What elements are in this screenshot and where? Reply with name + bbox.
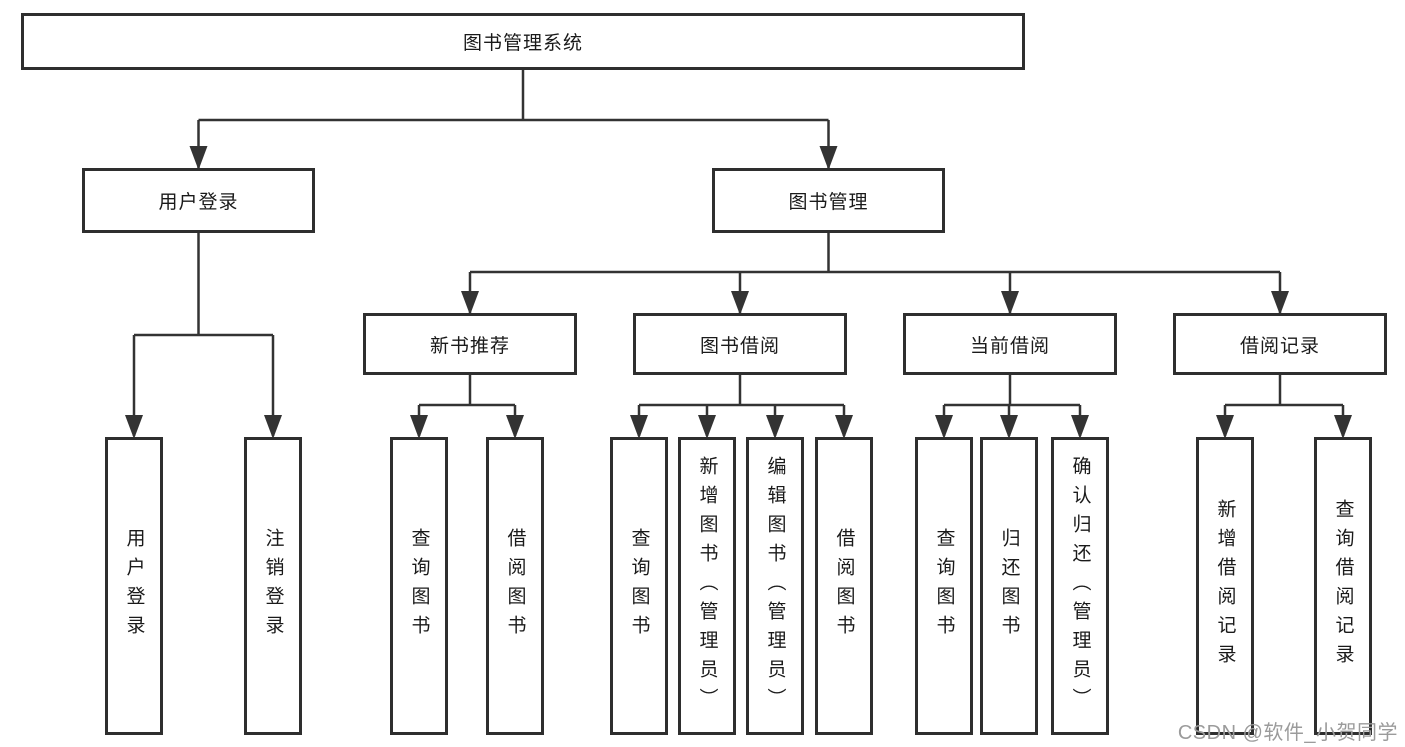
leaf-confirm-return-admin: 确认归还（管理员） <box>1051 437 1109 735</box>
node-new-book-recommendation: 新书推荐 <box>363 313 577 375</box>
leaf-edit-book-admin: 编辑图书（管理员） <box>746 437 804 735</box>
leaf-query-books-current: 查询图书 <box>915 437 973 735</box>
node-label: 借阅图书 <box>504 528 526 644</box>
node-label: 图书管理系统 <box>462 33 583 54</box>
node-label: 查询借阅记录 <box>1332 499 1354 673</box>
node-user-login: 用户登录 <box>82 168 315 233</box>
node-label: 归还图书 <box>998 528 1020 644</box>
node-book-borrowing: 图书借阅 <box>633 313 847 375</box>
node-current-borrowing: 当前借阅 <box>903 313 1117 375</box>
node-label: 新增借阅记录 <box>1214 499 1236 673</box>
node-library-management-system: 图书管理系统 <box>21 13 1025 70</box>
node-book-management: 图书管理 <box>712 168 945 233</box>
leaf-borrow-books-borrow: 借阅图书 <box>815 437 873 735</box>
node-label: 新增图书（管理员） <box>696 455 718 717</box>
node-label: 注销登录 <box>262 528 284 644</box>
node-borrowing-records: 借阅记录 <box>1173 313 1387 375</box>
leaf-add-borrow-record: 新增借阅记录 <box>1196 437 1254 735</box>
leaf-query-books-recommend: 查询图书 <box>390 437 448 735</box>
leaf-query-books-borrow: 查询图书 <box>610 437 668 735</box>
arrowhead-icons <box>125 146 1352 439</box>
leaf-add-book-admin: 新增图书（管理员） <box>678 437 736 735</box>
leaf-user-login: 用户登录 <box>105 437 163 735</box>
node-label: 查询图书 <box>408 528 430 644</box>
node-label: 借阅图书 <box>833 528 855 644</box>
node-label: 编辑图书（管理员） <box>764 455 786 717</box>
leaf-return-books: 归还图书 <box>980 437 1038 735</box>
node-label: 借阅记录 <box>1239 335 1320 357</box>
node-label: 新书推荐 <box>429 335 510 357</box>
leaf-borrow-books-recommend: 借阅图书 <box>486 437 544 735</box>
node-label: 图书借阅 <box>699 335 780 357</box>
node-label: 图书管理 <box>788 192 869 213</box>
node-label: 用户登录 <box>123 528 145 644</box>
leaf-query-borrow-record: 查询借阅记录 <box>1314 437 1372 735</box>
leaf-logout: 注销登录 <box>244 437 302 735</box>
node-label: 当前借阅 <box>969 335 1050 357</box>
node-label: 确认归还（管理员） <box>1069 455 1091 717</box>
node-label: 查询图书 <box>933 528 955 644</box>
csdn-watermark: CSDN @软件_小贺同学 <box>1177 722 1398 744</box>
node-label: 用户登录 <box>158 192 239 213</box>
node-label: 查询图书 <box>628 528 650 644</box>
